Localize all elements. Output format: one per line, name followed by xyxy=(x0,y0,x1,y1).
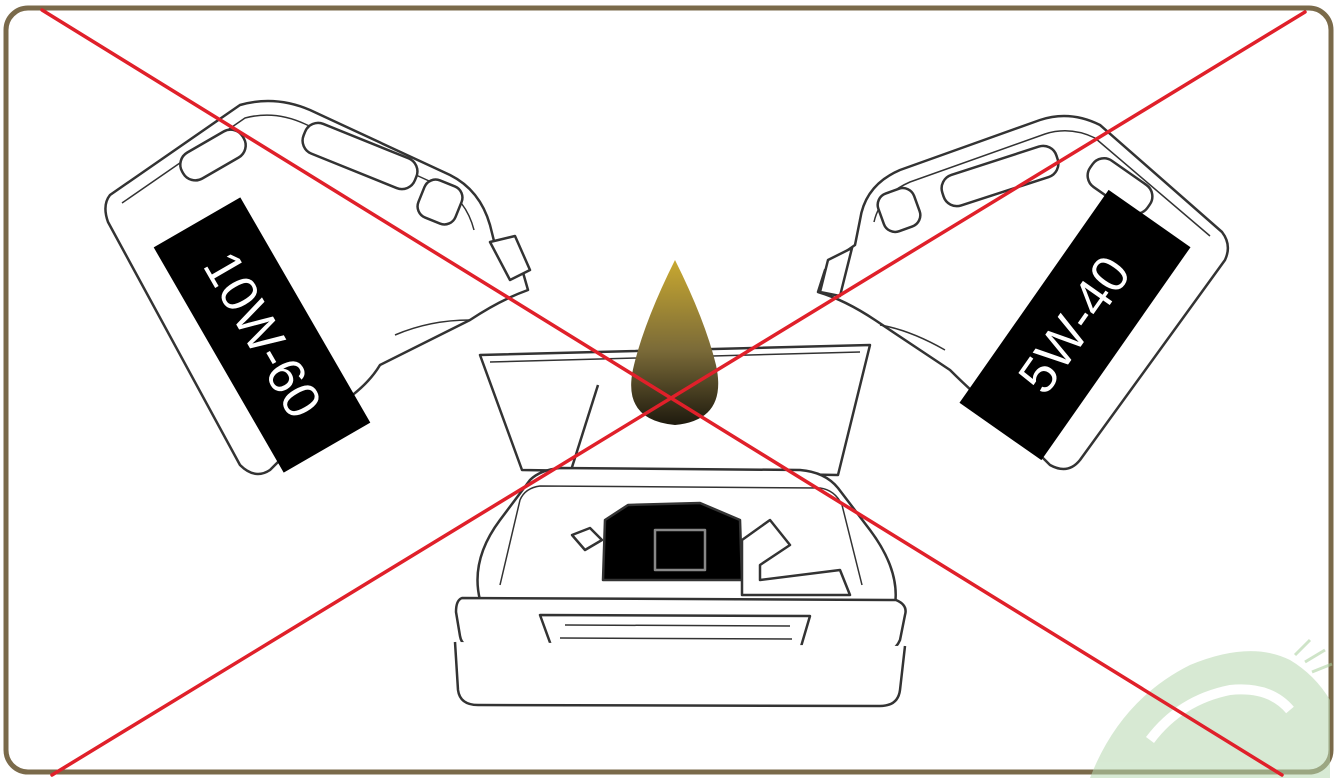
illustration-frame: 10W-60 5W-40 xyxy=(0,0,1337,778)
illustration-canvas: 10W-60 5W-40 xyxy=(0,0,1337,778)
